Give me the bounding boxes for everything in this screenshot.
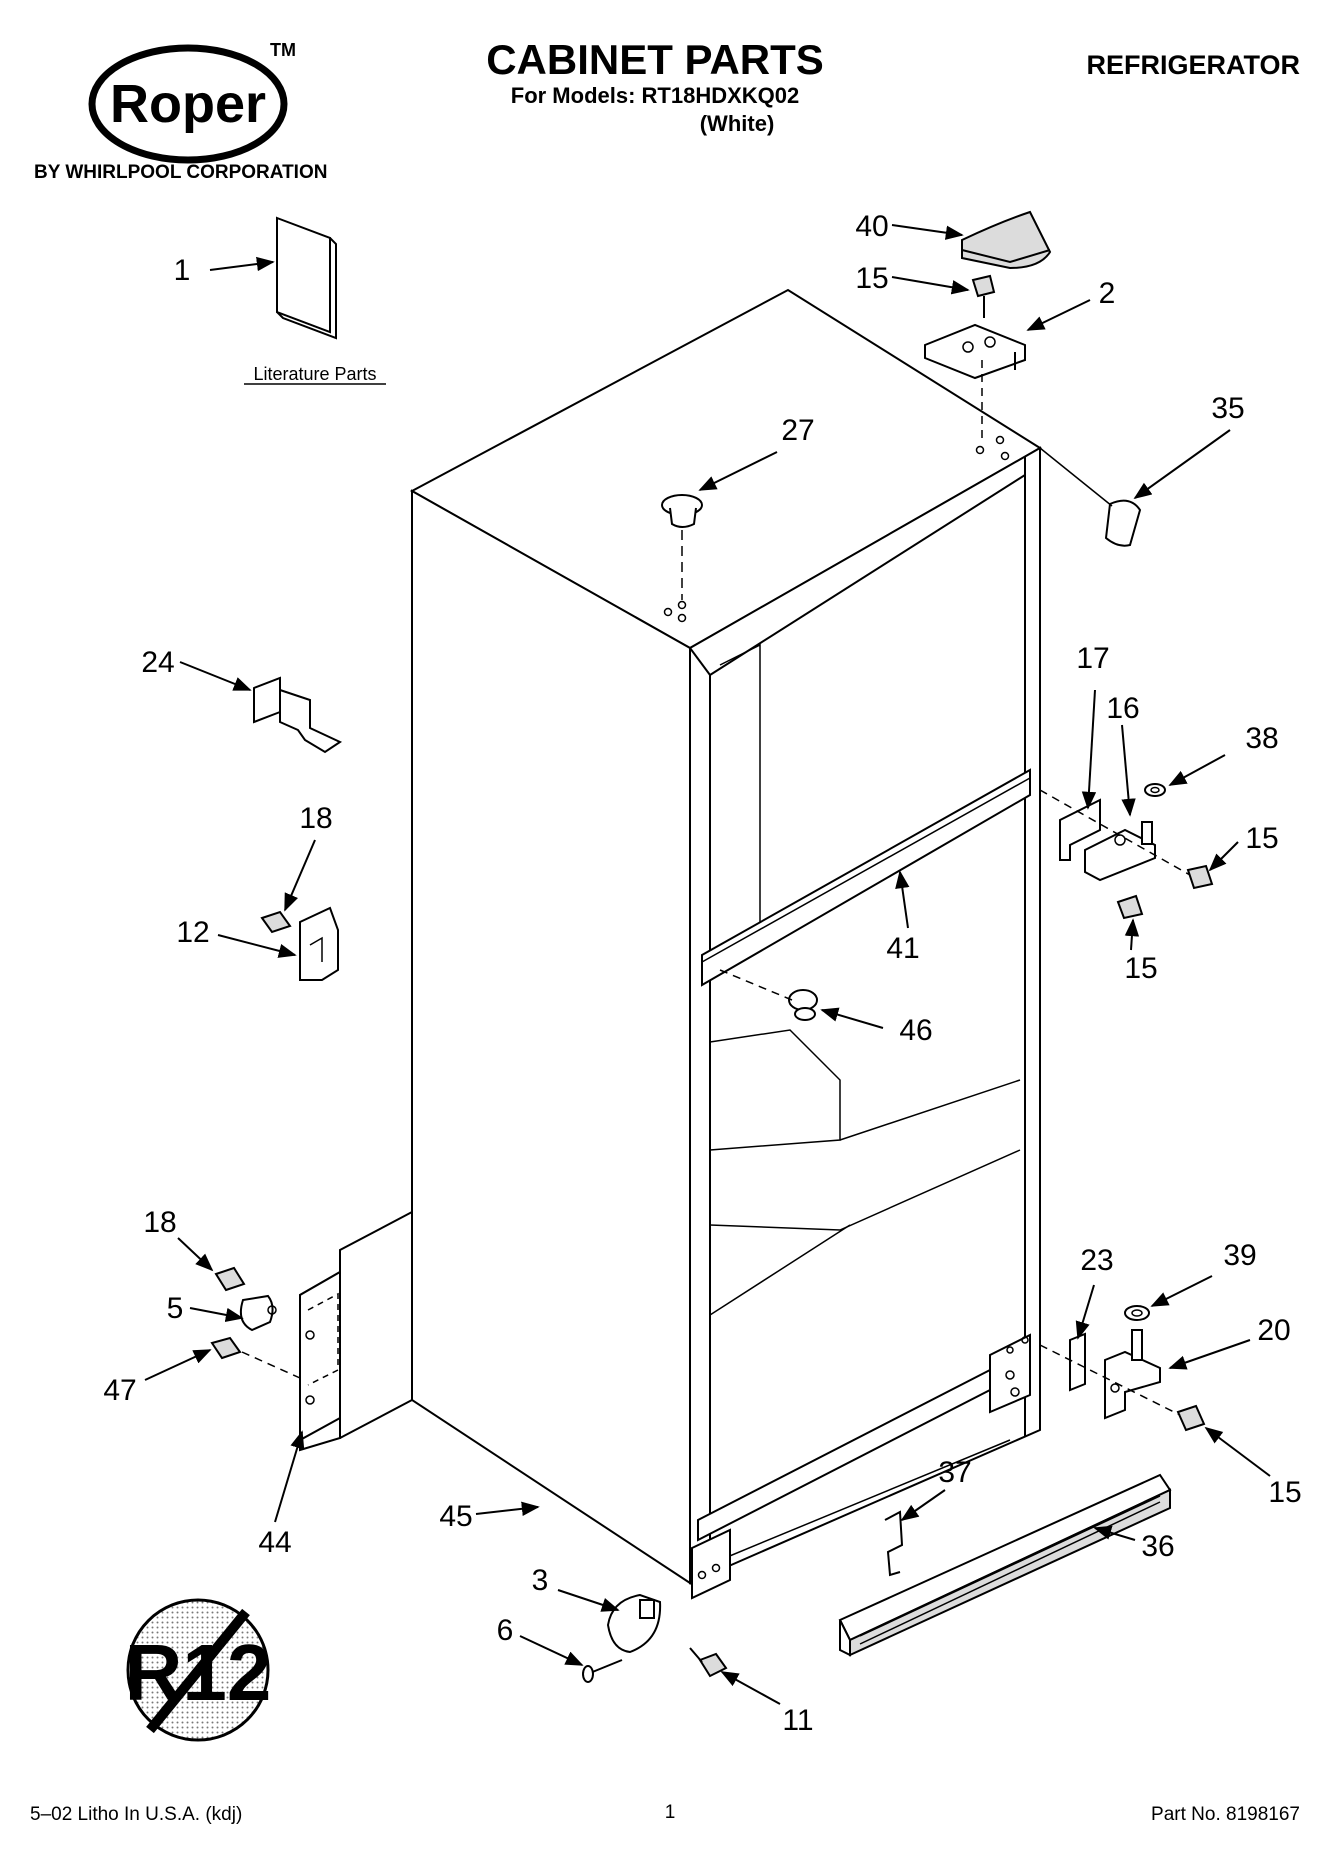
color-line: (White) xyxy=(700,111,775,136)
pin-cover-line xyxy=(1039,447,1113,507)
callout-41: 41 xyxy=(886,932,919,965)
callout-37: 37 xyxy=(938,1456,971,1489)
callout-11: 11 xyxy=(782,1704,813,1737)
callout-20: 20 xyxy=(1257,1314,1290,1347)
leg-bolt-icon xyxy=(689,1647,728,1678)
callout-2: 2 xyxy=(1099,277,1116,310)
callout-39: 39 xyxy=(1223,1239,1256,1272)
mullion-plug-icon xyxy=(788,989,818,1021)
callout-18-lower: 18 xyxy=(143,1206,176,1239)
center-guide-line xyxy=(1039,789,1191,876)
toe-grille-icon xyxy=(838,1473,1172,1657)
retainer-clip-icon xyxy=(299,906,339,981)
callout-15-center-right: 15 xyxy=(1245,822,1278,855)
callout-15-bottom: 15 xyxy=(1268,1476,1301,1509)
top-hinge-screw-icon xyxy=(971,274,996,318)
hinge-pin-cover-icon xyxy=(1104,499,1142,547)
panel-guide-line xyxy=(241,1351,301,1379)
callout-15-center-lower: 15 xyxy=(1124,952,1157,985)
literature-label: Literature Parts xyxy=(253,364,376,384)
callout-38: 38 xyxy=(1245,722,1278,755)
literature-booklet-icon xyxy=(276,216,337,340)
roper-logo: Roper TM BY WHIRLPOOL CORPORATION xyxy=(34,40,327,183)
bottom-washer-icon xyxy=(1124,1305,1150,1321)
bottom-hinge-icon xyxy=(1104,1329,1161,1420)
callout-27: 27 xyxy=(781,414,814,447)
callout-17: 17 xyxy=(1076,642,1109,675)
bottom-hinge-screw-icon xyxy=(1176,1404,1206,1432)
callout-3: 3 xyxy=(532,1564,549,1597)
callout-numbers: 1 2 40 15 35 27 24 18 12 17 16 38 15 15 … xyxy=(103,210,1301,1737)
clip-screw-icon xyxy=(260,910,292,934)
top-plug-icon xyxy=(661,494,703,528)
bottom-guide-line xyxy=(1039,1344,1181,1416)
callout-44: 44 xyxy=(258,1526,291,1559)
callout-leaders xyxy=(144,224,1271,1705)
footer-part-number: Part No. 8198167 xyxy=(1151,1804,1300,1825)
callout-46: 46 xyxy=(899,1014,932,1047)
center-hinge-icon xyxy=(1084,821,1156,882)
clip-screw-lower-icon xyxy=(214,1266,246,1292)
callout-18-upper: 18 xyxy=(299,802,332,835)
callout-5: 5 xyxy=(167,1292,184,1325)
center-hinge-bracket-icon xyxy=(1059,798,1101,861)
footer-page-number: 1 xyxy=(665,1802,676,1823)
callout-15-top: 15 xyxy=(855,262,888,295)
callout-6: 6 xyxy=(497,1614,514,1647)
brand-name: Roper xyxy=(110,74,266,134)
center-washer-icon xyxy=(1144,783,1166,797)
center-hinge-screw-right-icon xyxy=(1186,864,1214,890)
rear-access-panel xyxy=(299,1211,413,1452)
shelf-stud-icon xyxy=(253,676,343,754)
callout-12: 12 xyxy=(176,916,209,949)
no-r12-badge: R12 xyxy=(125,1598,271,1742)
center-hinge-screw-lower-icon xyxy=(1116,894,1144,920)
brand-tagline: BY WHIRLPOOL CORPORATION xyxy=(34,162,327,183)
models-line: For Models: RT18HDXKQ02 xyxy=(511,83,800,108)
trademark-mark: TM xyxy=(270,40,296,60)
callout-35: 35 xyxy=(1211,392,1244,425)
callout-23: 23 xyxy=(1080,1244,1113,1277)
panel-screw-icon xyxy=(210,1336,242,1360)
cabinet-body xyxy=(409,288,1042,1600)
bottom-hinge-shim-icon xyxy=(1069,1332,1086,1392)
top-hinge-icon xyxy=(924,323,1026,380)
callout-45: 45 xyxy=(439,1500,472,1533)
callout-24: 24 xyxy=(141,646,174,679)
category-label: REFRIGERATOR xyxy=(1086,50,1300,80)
hinge-cover-icon xyxy=(961,210,1052,270)
page-title: CABINET PARTS xyxy=(486,36,824,83)
wire-clamp-icon xyxy=(239,1294,277,1332)
leveling-leg-bracket-icon xyxy=(606,1593,662,1654)
callout-36: 36 xyxy=(1141,1530,1174,1563)
footer-litho: 5–02 Litho In U.S.A. (kdj) xyxy=(30,1804,242,1825)
callout-40: 40 xyxy=(855,210,888,243)
callout-16: 16 xyxy=(1106,692,1139,725)
leveling-screw-icon xyxy=(582,1659,623,1683)
grille-clip-icon xyxy=(884,1510,904,1577)
callout-1: 1 xyxy=(174,254,191,287)
callout-47: 47 xyxy=(103,1374,136,1407)
